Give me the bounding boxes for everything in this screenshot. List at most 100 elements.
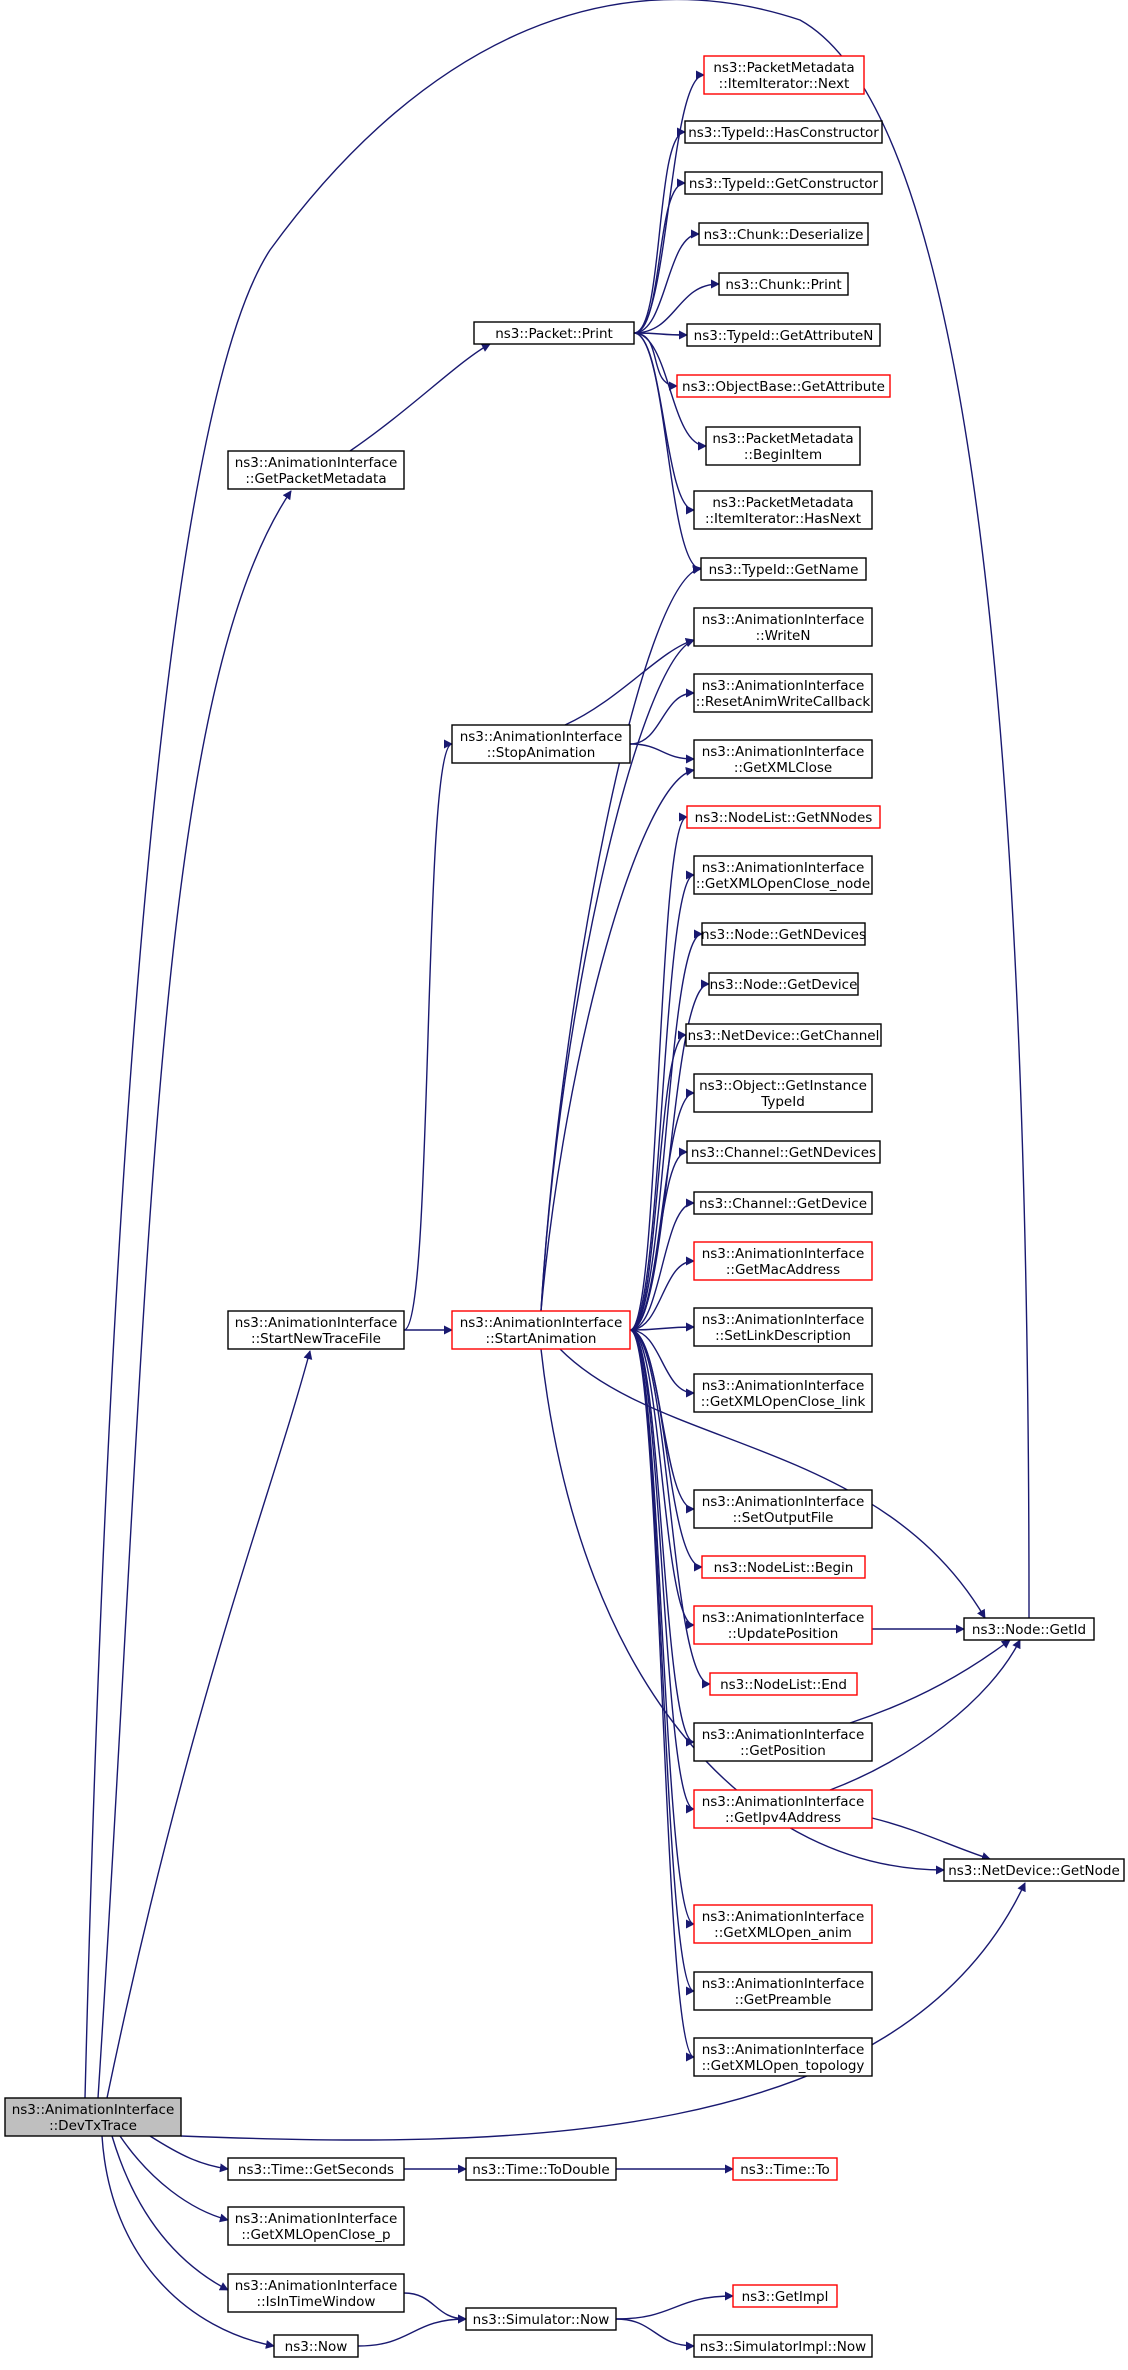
node-label-line: ns3::AnimationInterface [702,612,865,628]
node-box [703,55,865,95]
node-box [451,1310,631,1350]
node-label-line: ns3::Node::GetId [972,1622,1086,1638]
node-resetanimwrite[interactable]: ns3::AnimationInterface::ResetAnimWriteC… [693,673,873,713]
node-chan-getndevices[interactable]: ns3::Channel::GetNDevices [686,1140,881,1164]
node-setoutputfile[interactable]: ns3::AnimationInterface::SetOutputFile [693,1489,873,1529]
node-label-line: ns3::Object::GetInstance [699,1078,867,1094]
node-label-line: ns3::TypeId::GetName [709,562,859,578]
node-time-getseconds[interactable]: ns3::Time::GetSeconds [227,2157,405,2181]
node-box [943,1858,1125,1882]
edge-devtx-to-ns3_now [101,2135,275,2349]
node-node-getdevice[interactable]: ns3::Node::GetDevice [708,972,859,996]
node-nodelist-getnnodes[interactable]: ns3::NodeList::GetNNodes [686,805,881,829]
node-pm-hasnext[interactable]: ns3::PacketMetadata::ItemIterator::HasNe… [693,490,873,530]
node-pm-beginitem[interactable]: ns3::PacketMetadata::BeginItem [705,426,861,466]
node-chunk-deser[interactable]: ns3::Chunk::Deserialize [698,222,869,246]
edge-startanim-to-getxmlopenclose_node [629,870,695,1331]
edge-devtx-to-startnewtrace [106,1350,313,2099]
node-pm-next[interactable]: ns3::PacketMetadata::ItemIterator::Next [703,55,865,95]
node-time-todouble[interactable]: ns3::Time::ToDouble [465,2157,617,2181]
node-getxmlopenclose-link[interactable]: ns3::AnimationInterface::GetXMLOpenClose… [693,1373,873,1413]
node-box [693,1307,873,1347]
node-label-line: ns3::PacketMetadata [712,495,853,511]
node-getposition[interactable]: ns3::AnimationInterface::GetPosition [693,1722,873,1762]
node-getattrn[interactable]: ns3::TypeId::GetAttributeN [686,323,881,347]
node-isintimewindow[interactable]: ns3::AnimationInterface::IsInTimeWindow [227,2273,405,2313]
edge-startanim-to-setlinkdesc [629,1322,695,1332]
edge-startanim-to-getpreamble [629,1329,695,1996]
node-time-to[interactable]: ns3::Time::To [732,2157,838,2181]
node-box [732,2157,838,2181]
node-box [273,2334,359,2358]
node-label-line: ns3::PacketMetadata [712,431,853,447]
node-getxmlopen-topo[interactable]: ns3::AnimationInterface::GetXMLOpen_topo… [693,2037,873,2077]
node-getpktmeta[interactable]: ns3::AnimationInterface::GetPacketMetada… [227,450,405,490]
node-typeid-getname[interactable]: ns3::TypeId::GetName [700,557,867,581]
node-chunk-print[interactable]: ns3::Chunk::Print [718,272,849,296]
node-box [709,1672,858,1696]
node-label-line: ::StopAnimation [487,745,596,761]
node-box [465,2307,617,2331]
edge-devtx-to-getxmlopenclose_p [119,2135,229,2223]
node-hasctor[interactable]: ns3::TypeId::HasConstructor [684,120,883,144]
edge-startanim-to-nodelist_begin [629,1329,703,1572]
node-stopanim[interactable]: ns3::AnimationInterface::StopAnimation [451,724,631,764]
node-getxmlclose[interactable]: ns3::AnimationInterface::GetXMLClose [693,739,873,779]
node-nodelist-end[interactable]: ns3::NodeList::End [709,1672,858,1696]
node-node-getid[interactable]: ns3::Node::GetId [963,1617,1095,1641]
edge-devtx-to-node_getid [84,0,1034,2099]
edge-packet_print-to-pm_beginitem [633,332,707,451]
node-label-line: ns3::TypeId::GetAttributeN [694,328,874,344]
node-setlinkdesc[interactable]: ns3::AnimationInterface::SetLinkDescript… [693,1307,873,1347]
node-box [676,374,891,398]
edge-packet_print-to-chunk_print [633,279,720,334]
edge-devtx-to-getpktmeta [97,490,292,2099]
node-getipv4[interactable]: ns3::AnimationInterface::GetIpv4Address [693,1789,873,1829]
edge-packet_print-to-typeid_getname [633,332,702,574]
edge-ns3_now-to-sim_now [357,2314,467,2347]
node-updatepos[interactable]: ns3::AnimationInterface::UpdatePosition [693,1605,873,1645]
node-getmacaddr[interactable]: ns3::AnimationInterface::GetMacAddress [693,1241,873,1281]
node-chan-getdevice[interactable]: ns3::Channel::GetDevice [693,1191,873,1215]
edge-sim_now-to-simimpl_now [615,2318,695,2351]
node-label-line: ::GetIpv4Address [725,1810,841,1826]
node-getxmlopen-anim[interactable]: ns3::AnimationInterface::GetXMLOpen_anim [693,1904,873,1944]
node-writen[interactable]: ns3::AnimationInterface::WriteN [693,607,873,647]
node-box [693,1191,873,1215]
node-box [451,724,631,764]
node-box [693,673,873,713]
node-label-line: ns3::AnimationInterface [702,1794,865,1810]
node-getimpl[interactable]: ns3::GetImpl [732,2284,838,2308]
edges [84,0,1034,2351]
node-label-line: ns3::Node::GetNDevices [701,927,866,943]
node-objbase-getattr[interactable]: ns3::ObjectBase::GetAttribute [676,374,891,398]
node-label-line: ::GetXMLOpen_anim [714,1925,852,1941]
edge-packet_print-to-chunk_deser [633,229,700,334]
node-label-line: ns3::AnimationInterface [702,1976,865,1992]
node-nodelist-begin[interactable]: ns3::NodeList::Begin [701,1555,866,1579]
node-label-line: ns3::AnimationInterface [460,729,623,745]
node-box [693,1789,873,1829]
node-startanim[interactable]: ns3::AnimationInterface::StartAnimation [451,1310,631,1350]
node-getctor[interactable]: ns3::TypeId::GetConstructor [684,171,883,195]
node-ns3-now[interactable]: ns3::Now [273,2334,359,2358]
node-node-getndevices[interactable]: ns3::Node::GetNDevices [701,922,866,946]
node-sim-now[interactable]: ns3::Simulator::Now [465,2307,617,2331]
node-netdev-getchannel[interactable]: ns3::NetDevice::GetChannel [685,1023,882,1047]
node-box [700,557,867,581]
node-startnewtrace[interactable]: ns3::AnimationInterface::StartNewTraceFi… [227,1310,405,1350]
node-netdev-getnode[interactable]: ns3::NetDevice::GetNode [943,1858,1125,1882]
node-label-line: ns3::Simulator::Now [473,2312,610,2328]
node-box [686,805,881,829]
node-getxmlopenclose-node[interactable]: ns3::AnimationInterface::GetXMLOpenClose… [693,855,873,895]
node-simimpl-now[interactable]: ns3::SimulatorImpl::Now [693,2334,873,2358]
node-label-line: ns3::AnimationInterface [702,1727,865,1743]
edge-devtx-to-netdev_getnode [180,1882,1026,2141]
node-label-line: ns3::Packet::Print [495,326,613,342]
edge-packet_print-to-hasctor [633,127,686,334]
node-getxmlopenclose-p[interactable]: ns3::AnimationInterface::GetXMLOpenClose… [227,2206,405,2246]
node-getpreamble[interactable]: ns3::AnimationInterface::GetPreamble [693,1971,873,2011]
node-label-line: ns3::AnimationInterface [702,1494,865,1510]
node-packet-print[interactable]: ns3::Packet::Print [473,321,635,345]
